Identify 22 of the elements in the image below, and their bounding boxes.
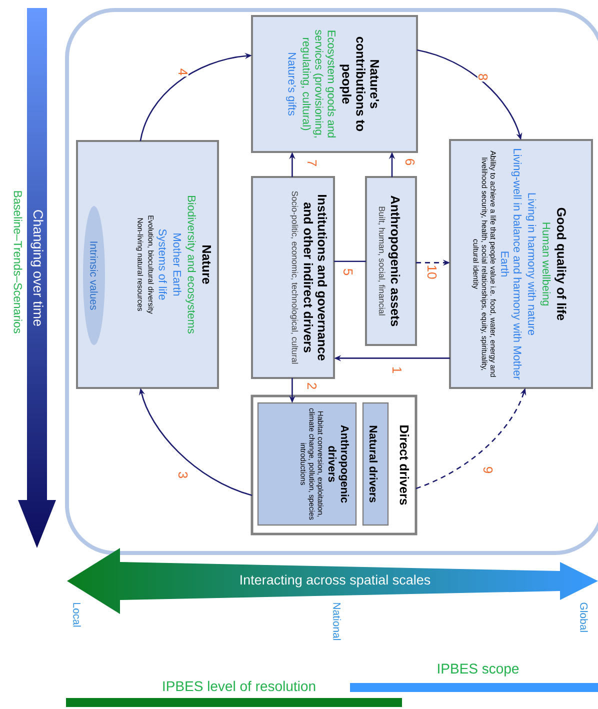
edge-label: 6 [404,157,416,167]
edge-label: 3 [177,470,189,480]
natural-drivers-box: Natural drivers [362,402,389,526]
scenario-label: Baseline–Trends–Scenarios [14,191,22,334]
edge-label: 2 [306,381,318,391]
resolution-label: IPBES level of resolution [163,680,316,692]
drivers-box: Institutions and governance and other indirect drivers Socio-politic, economic, technological, cultural [251,176,335,379]
edge-label: 5 [342,267,354,277]
edge-label: 10 [426,264,438,280]
assets-box: Anthropogenic assets Built, human, social, financial [365,176,417,346]
edge-label: 9 [482,465,494,475]
edge-label: 8 [477,72,489,82]
scale-label: Interacting across spatial scales [240,574,430,588]
edge-label: 1 [392,365,402,375]
contributions-box: Nature's contributions to people Ecosystem goods and services (provisioning, regulating, cultural) Nature's gifts [251,15,418,153]
scale-tick-label: National [333,603,341,640]
time-label: Changing over time [30,210,44,326]
scale-tick-label: Global [580,602,588,632]
scope-label: IPBES scope [438,664,519,676]
edge-label: 4 [178,67,188,77]
scale-tick-label: Local [73,603,81,627]
edge-label: 7 [306,158,318,168]
